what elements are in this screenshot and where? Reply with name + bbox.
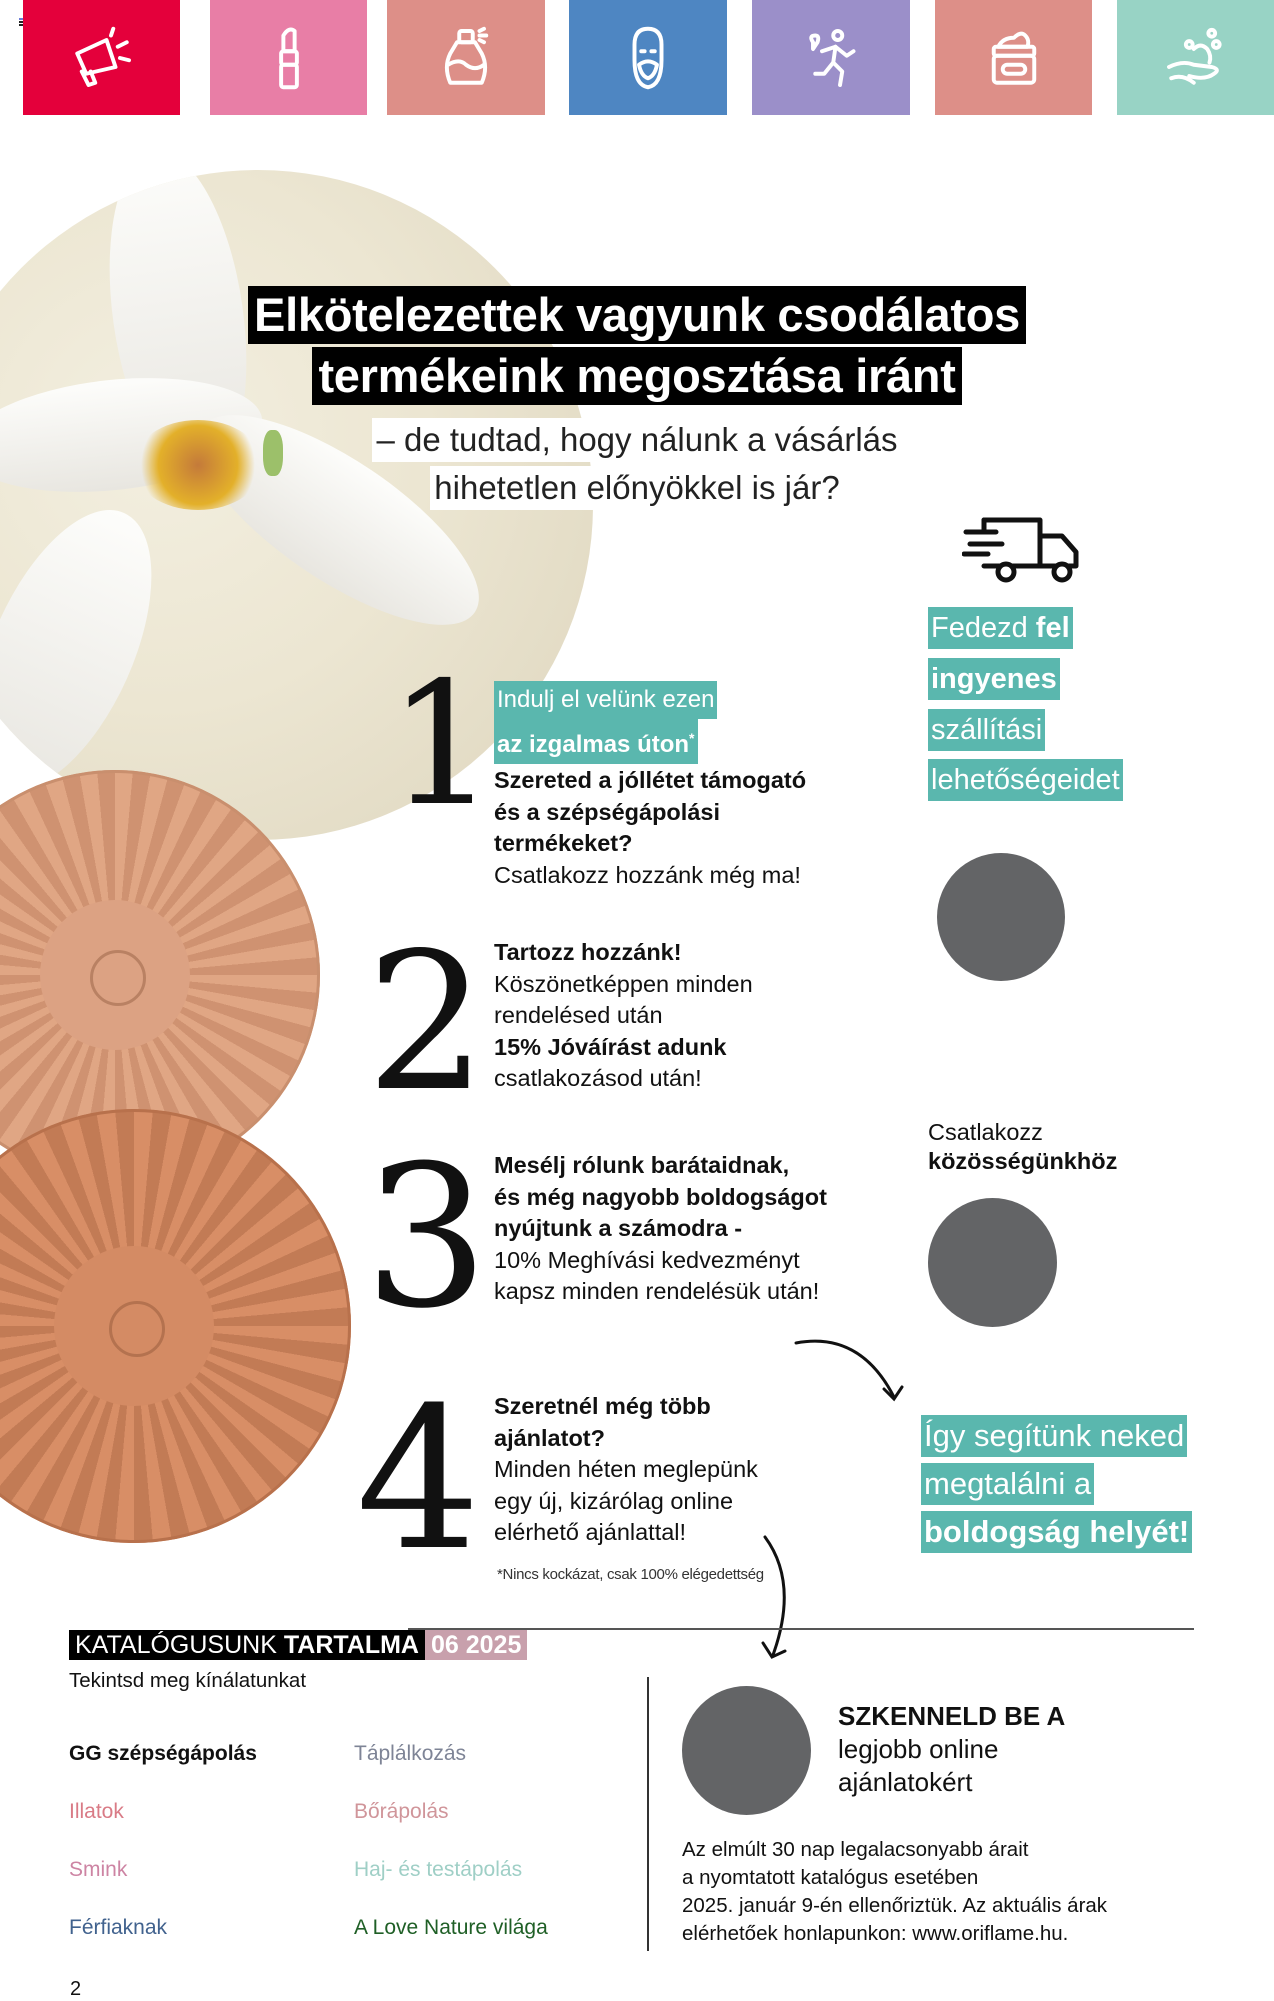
disclaimer-line-3: 2025. január 9-én ellenőriztük. Az aktuá… [682, 1894, 1108, 1917]
step-2-line-2: rendelésed után [494, 1002, 663, 1028]
step-1-highlight-2-text: az izgalmas úton [497, 731, 690, 758]
step-4-text: Szeretnél még több ajánlatot? Minden hét… [494, 1391, 758, 1549]
qr-code-scan[interactable] [682, 1686, 811, 1815]
shipping-line-1: Fedezd fel [928, 607, 1073, 649]
category-hair-body[interactable]: Haj- és testápolás [354, 1858, 523, 1881]
category-love-nature[interactable]: A Love Nature világa [354, 1916, 548, 1939]
delivery-truck-icon [962, 517, 1079, 583]
perfume-icon [444, 26, 489, 85]
price-disclaimer: Az elmúlt 30 nap legalacsonyabb árait a … [682, 1836, 1107, 1948]
cream-jar-icon [991, 31, 1036, 85]
asterisk-mark: * [689, 730, 695, 746]
step-3-text: Mesélj rólunk barátaidnak, és még nagyob… [494, 1150, 827, 1308]
category-fragrances[interactable]: Illatok [69, 1800, 124, 1823]
tile-announcements[interactable] [23, 0, 180, 115]
step-2-bold: 15% Jóváírást adunk [494, 1033, 727, 1060]
running-person-icon [809, 28, 856, 87]
scan-line-2: ajánlatokért [838, 1767, 973, 1797]
community-text: Csatlakozz közösségünkhöz [928, 1118, 1117, 1176]
category-skincare[interactable]: Bőrápolás [354, 1800, 449, 1823]
step-1-highlight-1: Indulj el velünk ezen [494, 681, 718, 719]
shipping-line-4: lehetőségeidet [928, 759, 1123, 801]
scan-line-1: legjobb online [838, 1734, 999, 1764]
happiness-line-1: Így segítünk neked [921, 1415, 1188, 1457]
step-3-regular-2: kapsz minden rendelésük után! [494, 1278, 820, 1304]
tile-fragrance[interactable] [387, 0, 545, 115]
step-4-regular-3: elérhető ajánlattal! [494, 1519, 687, 1545]
tile-makeup[interactable] [210, 0, 367, 115]
scan-title: SZKENNELD BE A [838, 1701, 1066, 1731]
step-number-3: 3 [364, 1124, 489, 1352]
community-line-1: Csatlakozz [928, 1119, 1043, 1145]
step-number-1: 1 [388, 646, 497, 844]
step-2-line-3: csatlakozásod után! [494, 1065, 702, 1091]
bronzer-compact-dark [0, 1109, 351, 1543]
qr-code-community[interactable] [928, 1198, 1057, 1327]
step-1-text: Indulj el velünk ezen az izgalmas úton* … [494, 681, 806, 891]
step-2-text: Tartozz hozzánk! Köszönetképpen minden r… [494, 937, 753, 1095]
step-2-line-1: Köszönetképpen minden [494, 970, 753, 997]
step-1-bold-3: termékeket? [494, 830, 633, 856]
step-2-title: Tartozz hozzánk! [494, 939, 682, 965]
step-3-bold-1: Mesélj rólunk barátaidnak, [494, 1152, 790, 1178]
page-number: 2 [70, 1978, 82, 2000]
catalog-title: KATALÓGUSUNK TARTALMA [69, 1630, 425, 1660]
disclaimer-line-1: Az elmúlt 30 nap legalacsonyabb árait [682, 1838, 1029, 1861]
tile-men[interactable] [569, 0, 727, 115]
step-1-highlight-2: az izgalmas úton* [494, 719, 698, 764]
shipping-line-2: ingyenes [928, 658, 1060, 700]
step-1-regular-1: Csatlakozz hozzánk még ma! [494, 861, 801, 888]
shipping-line-1-regular: Fedezd [931, 612, 1036, 644]
catalog-header: KATALÓGUSUNK TARTALMA 06 2025 [69, 1630, 528, 1660]
headline-line-1: Elkötelezettek vagyunk csodálatos [248, 286, 1026, 344]
shipping-line-3: szállítási [928, 709, 1046, 751]
step-4-bold-2: ajánlatot? [494, 1424, 605, 1451]
headline-line-2: termékeink megosztása iránt [312, 347, 962, 405]
catalog-title-regular: KATALÓGUSUNK [75, 1631, 284, 1659]
disclaimer-line-2: a nyomtatott katalógus esetében [682, 1866, 979, 1889]
subheadline-line-2: hihetetlen előnyökkel is jár? [430, 466, 844, 510]
subheadline-row-2: hihetetlen előnyökkel is jár? [0, 466, 1274, 510]
column-divider [647, 1677, 649, 1951]
tile-bath-body[interactable] [1117, 0, 1274, 115]
headline-row-2: termékeink megosztása iránt [0, 347, 1274, 405]
step-4-regular-1: Minden héten meglepünk [494, 1456, 758, 1482]
footnote: *Nincs kockázat, csak 100% elégedettség [497, 1566, 764, 1583]
qr-code-shipping[interactable] [937, 853, 1065, 981]
hand-soap-icon [1166, 27, 1222, 85]
headline: Elkötelezettek vagyunk csodálatos [0, 286, 1274, 344]
community-line-2: közösségünkhöz [928, 1148, 1118, 1174]
category-makeup[interactable]: Smink [69, 1858, 128, 1881]
step-3-bold-2: és még nagyobb boldogságot [494, 1183, 827, 1210]
lipstick-icon [278, 27, 299, 89]
category-gg-beauty[interactable]: GG szépségápolás [69, 1742, 257, 1765]
tile-skincare[interactable] [935, 0, 1092, 115]
shipping-line-1-bold: fel [1035, 612, 1070, 644]
step-number-2: 2 [366, 912, 487, 1133]
scan-text: SZKENNELD BE A legjobb online ajánlatoké… [838, 1700, 1065, 1799]
subheadline-row-1: – de tudtad, hogy nálunk a vásárlás [0, 418, 1274, 462]
curved-arrow-down-icon [761, 1535, 787, 1659]
curved-arrow-icon [794, 1339, 904, 1402]
disclaimer-line-4: elérhetőek honlapunkon: www.oriflame.hu. [682, 1922, 1069, 1945]
subheadline-line-1: – de tudtad, hogy nálunk a vásárlás [372, 418, 902, 462]
step-number-4: 4 [356, 1366, 481, 1594]
step-4-bold-1: Szeretnél még több [494, 1393, 711, 1419]
step-3-regular-1: 10% Meghívási kedvezményt [494, 1246, 800, 1273]
catalog-issue: 06 2025 [425, 1630, 528, 1660]
catalog-subtitle: Tekintsd meg kínálatunkat [69, 1669, 307, 1692]
step-4-regular-2: egy új, kizárólag online [494, 1487, 734, 1514]
category-nutrition[interactable]: Táplálkozás [354, 1742, 467, 1765]
section-divider [408, 1628, 1194, 1630]
megaphone-icon [74, 26, 131, 87]
catalog-title-bold: TARTALMA [283, 1631, 419, 1659]
happiness-line-3: boldogság helyét! [921, 1511, 1193, 1553]
step-1-bold-2: és a szépségápolási [494, 798, 720, 825]
step-3-bold-3: nyújtunk a számodra - [494, 1215, 743, 1241]
step-1-bold-1: Szereted a jóllétet támogató [494, 767, 807, 793]
tile-wellness[interactable] [752, 0, 910, 115]
happiness-line-2: megtalálni a [921, 1463, 1095, 1505]
man-face-icon [632, 26, 664, 89]
category-men[interactable]: Férfiaknak [69, 1916, 168, 1939]
